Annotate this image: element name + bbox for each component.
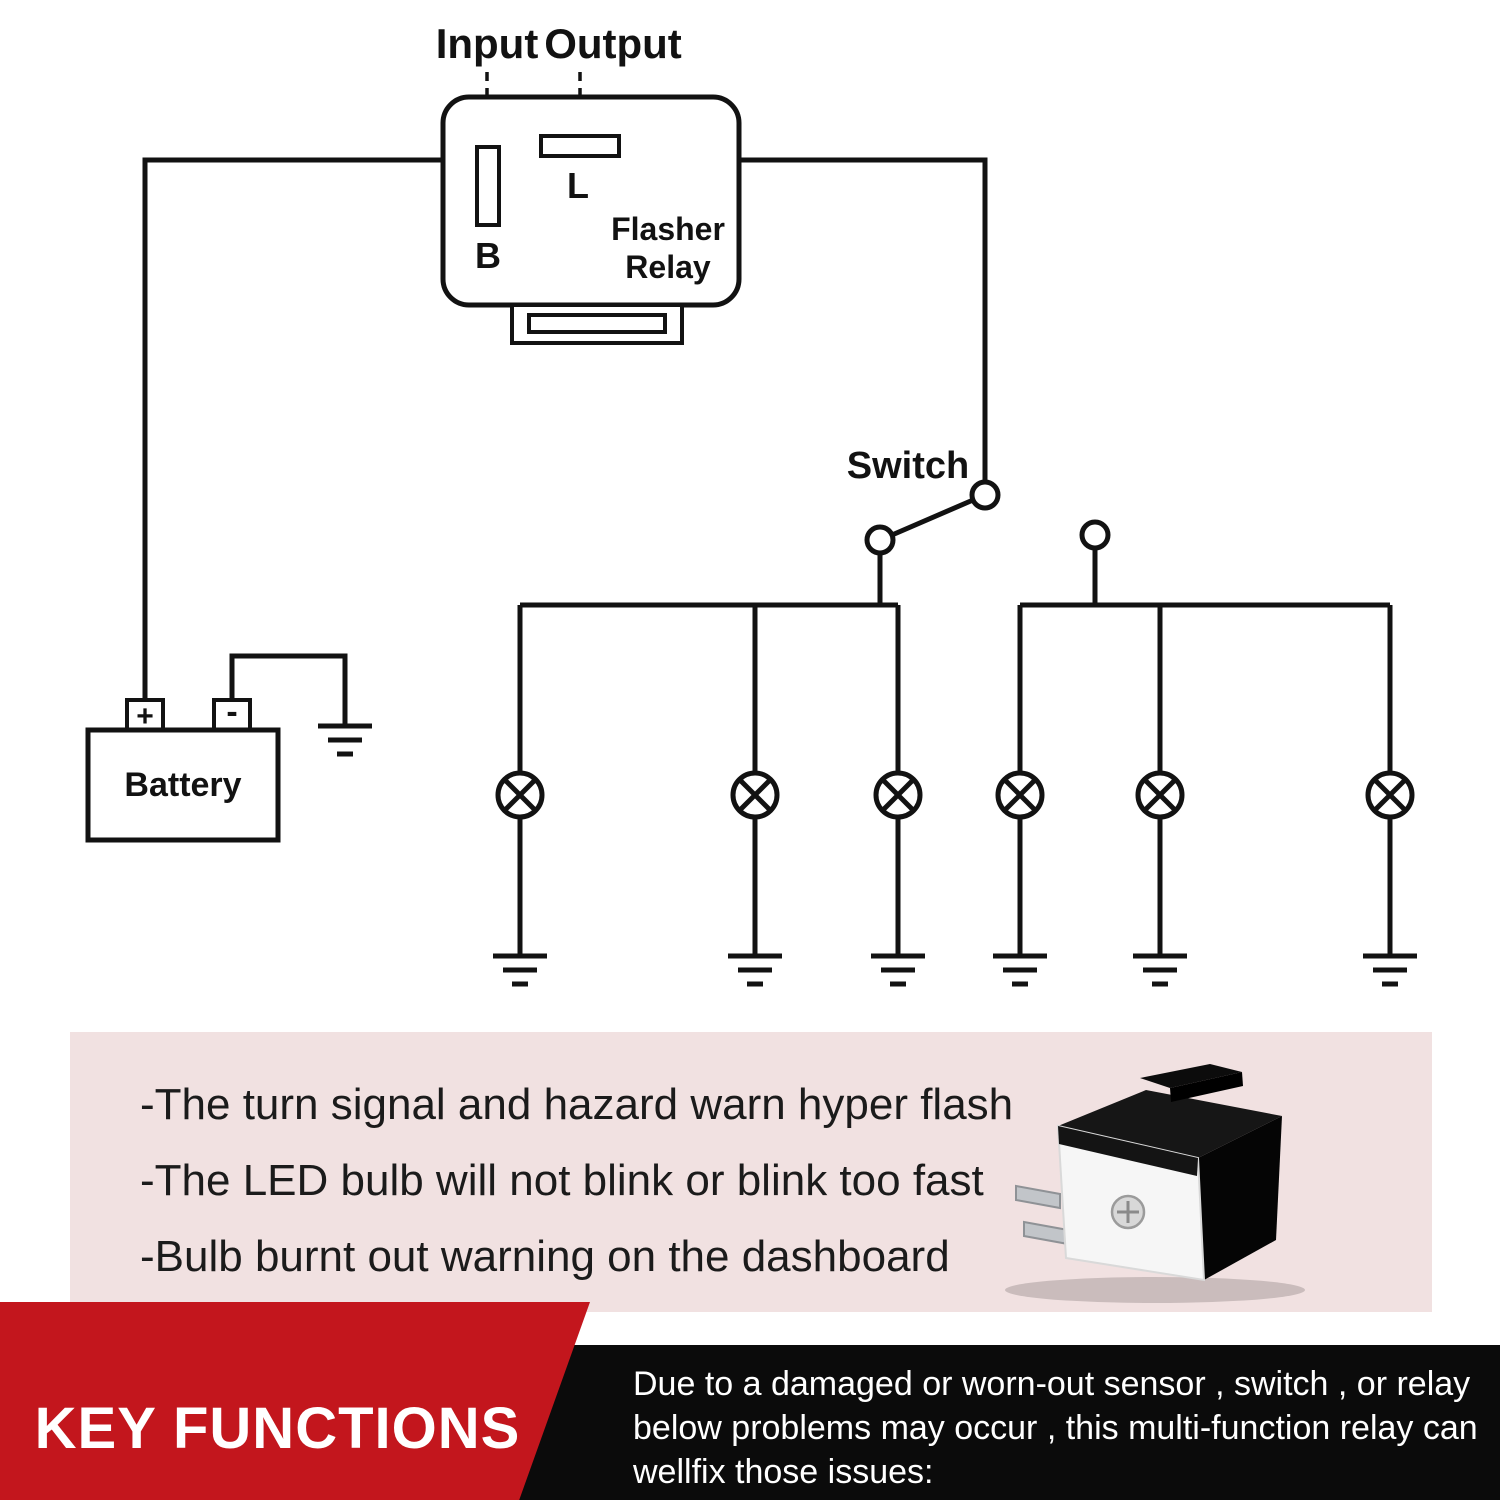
key-functions-title: KEY FUNCTIONS [34, 1396, 521, 1461]
footer-description-line-3: wellfix those issues: [633, 1453, 934, 1491]
product-photo [1005, 1064, 1305, 1303]
relay-name-line1: Flasher [611, 211, 725, 247]
ground-symbol [871, 956, 925, 984]
bulb-symbol [876, 773, 920, 817]
battery-box [85, 727, 281, 843]
feature-line-3: -Bulb burnt out warning on the dashboard [140, 1232, 950, 1281]
relay-top-tab-side [1170, 1072, 1243, 1102]
relay-name-line2: Relay [625, 249, 711, 285]
terminal-l-label: L [567, 165, 589, 206]
relay-front-top-strip [1058, 1126, 1198, 1176]
output-label: Output [544, 20, 682, 67]
circuit-wires [142, 157, 1393, 956]
battery-label: Battery [124, 766, 241, 804]
footer-description-line-1: Due to a damaged or worn-out sensor , sw… [633, 1365, 1471, 1403]
relay-prong-icon [1023, 1220, 1069, 1246]
relay-top-tab [1140, 1064, 1242, 1088]
footer-description-line-2: below problems may occur , this multi-fu… [633, 1409, 1478, 1447]
relay-prong-icon [1015, 1184, 1061, 1210]
bulb-symbol [1138, 773, 1182, 817]
bulb-symbol [733, 773, 777, 817]
terminal-b-slot [475, 145, 501, 227]
ground-symbol [1363, 956, 1417, 984]
ground-symbol [493, 956, 547, 984]
bulb-symbol [998, 773, 1042, 817]
battery-plus-label: + [136, 700, 154, 733]
key-functions-ribbon [0, 1302, 590, 1500]
feature-line-2: -The LED bulb will not blink or blink to… [140, 1156, 984, 1205]
footer-description: Due to a damaged or worn-out sensor , sw… [633, 1362, 1483, 1494]
features-panel: -The turn signal and hazard warn hyper f… [70, 1032, 1432, 1312]
relay-top-face [1058, 1090, 1282, 1158]
bulb-symbol [498, 773, 542, 817]
hazard-terminal-node [1079, 519, 1111, 551]
feature-line-1: -The turn signal and hazard warn hyper f… [140, 1080, 1014, 1129]
ground-symbol [993, 956, 1047, 984]
bulb-symbol [1368, 773, 1412, 817]
battery-minus-label: - [226, 693, 237, 731]
switch-pivot-node [969, 479, 1001, 511]
terminal-b-label: B [475, 235, 501, 276]
terminal-l-slot [539, 134, 621, 158]
features-text: -The turn signal and hazard warn hyper f… [140, 1078, 1013, 1306]
relay-side-face [1198, 1116, 1282, 1280]
relay-connector-inner [527, 313, 667, 334]
wiring-diagram: Input Output B L Flasher Relay Switch Ba… [85, 20, 1500, 1030]
input-label: Input [436, 20, 539, 67]
switch-label: Switch [847, 445, 969, 487]
ground-symbol [728, 956, 782, 984]
product-shadow [1005, 1277, 1305, 1303]
ground-symbol [318, 726, 372, 754]
switch-contact-node [864, 524, 896, 556]
ground-symbol [1133, 956, 1187, 984]
